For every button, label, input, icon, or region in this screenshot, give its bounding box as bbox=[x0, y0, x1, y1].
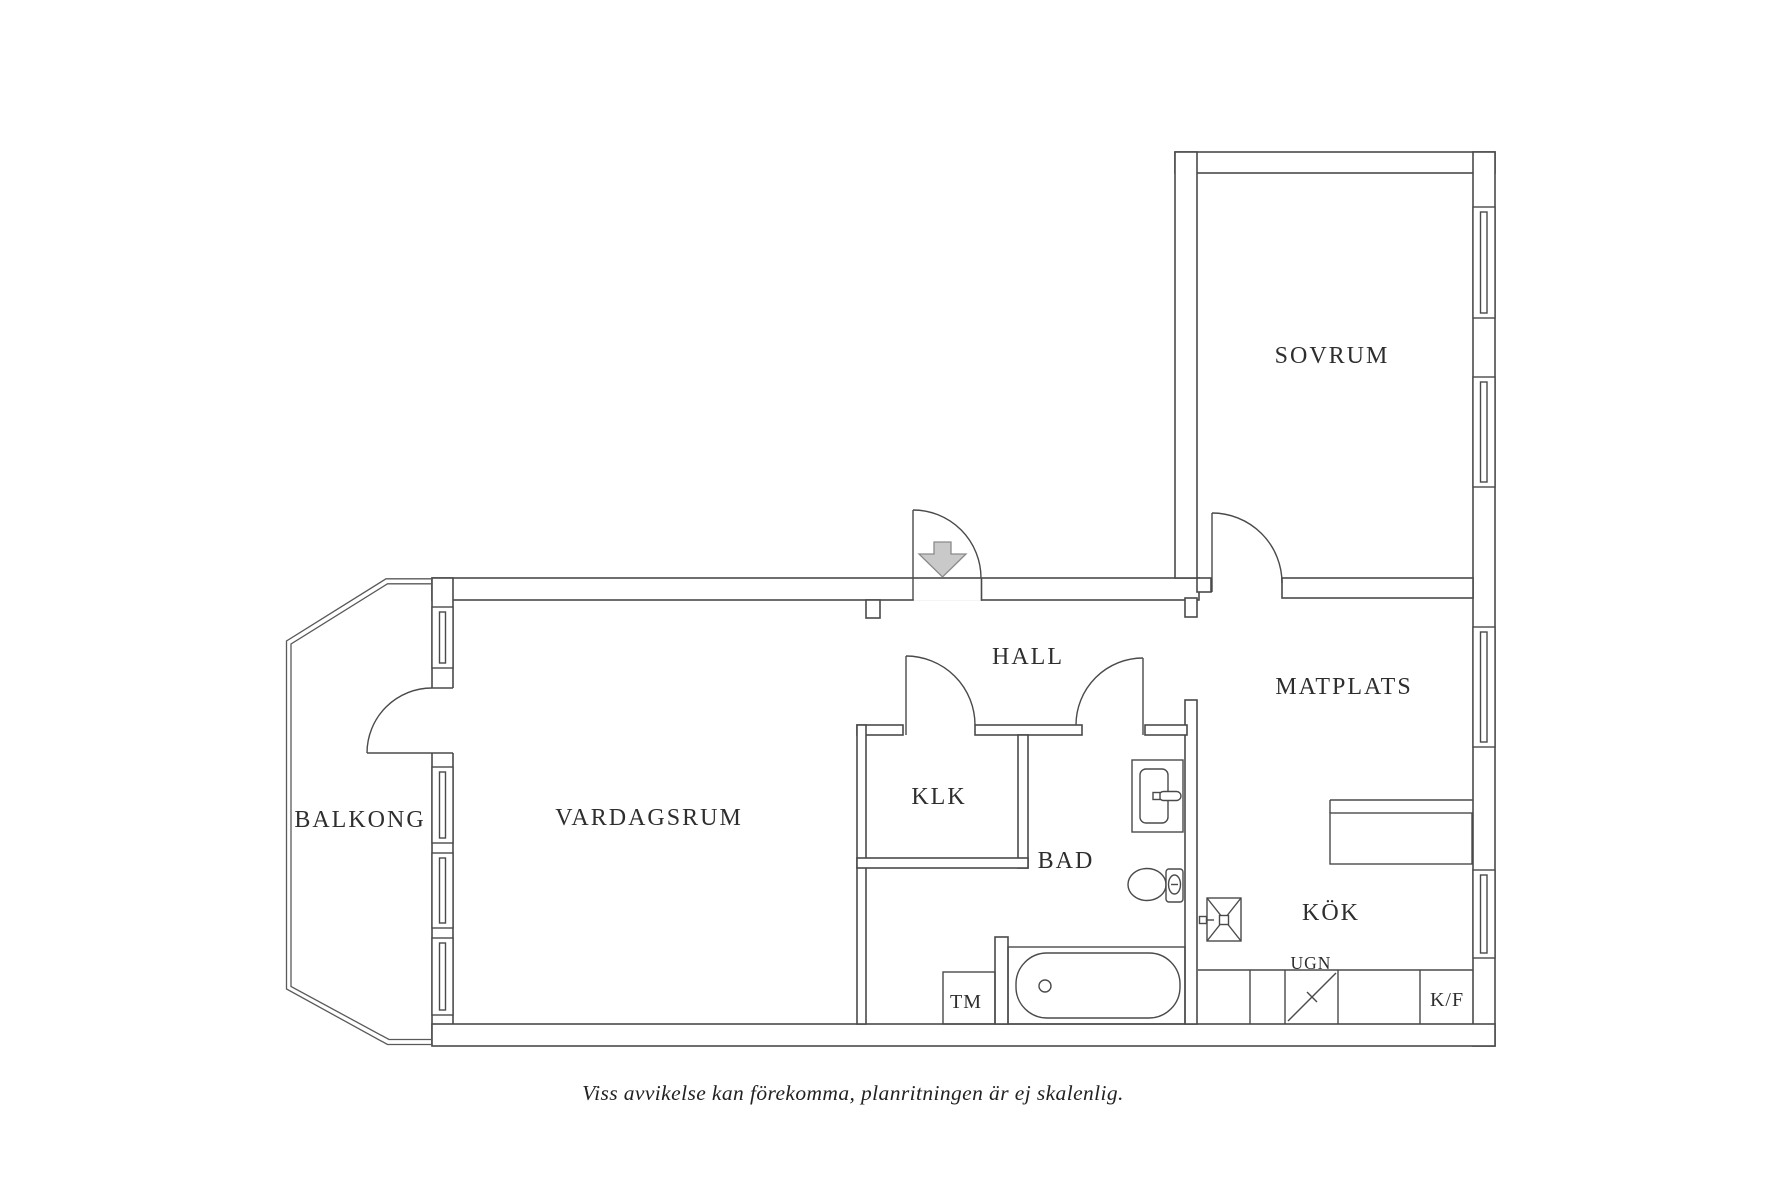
openings bbox=[431, 578, 983, 754]
wall-klk-right bbox=[1017, 734, 1029, 869]
jamb-vardagsrum-hall bbox=[865, 599, 881, 619]
label-balkong: BALKONG bbox=[294, 807, 425, 833]
room-labels: SOVRUM HALL MATPLATS VARDAGSRUM BALKONG … bbox=[294, 343, 1464, 1013]
label-sovrum: SOVRUM bbox=[1275, 343, 1390, 369]
vent-shaft bbox=[1198, 897, 1242, 942]
balcony-railing bbox=[285, 578, 432, 1046]
balcony-door bbox=[366, 687, 433, 754]
wall-top-sovrum bbox=[1174, 151, 1496, 174]
wall-bottom-exterior bbox=[431, 1023, 1496, 1047]
doors bbox=[366, 509, 1283, 754]
entrance-arrow-icon bbox=[917, 541, 968, 578]
washing-machine bbox=[942, 971, 996, 1025]
label-tm: TM bbox=[950, 991, 982, 1013]
window-vardagsrum-4 bbox=[431, 937, 454, 1016]
label-kf: K/F bbox=[1430, 989, 1464, 1011]
label-vardagsrum: VARDAGSRUM bbox=[555, 805, 743, 831]
wall-tub-stub bbox=[994, 936, 1009, 1025]
label-ugn: UGN bbox=[1291, 953, 1332, 973]
bad-door bbox=[1075, 657, 1144, 735]
wall-hall-south-2 bbox=[974, 724, 1083, 736]
wall-vardagsrum-right bbox=[856, 724, 867, 1025]
oven-symbol bbox=[1287, 972, 1337, 1022]
window-vardagsrum-2 bbox=[431, 766, 454, 844]
toilet bbox=[1127, 867, 1184, 903]
sink bbox=[1131, 759, 1184, 833]
window-sovrum-1 bbox=[1472, 206, 1496, 319]
wall-sovrum-bottom bbox=[1281, 577, 1474, 599]
disclaimer-caption: Viss avvikelse kan förekomma, planritnin… bbox=[582, 1081, 1124, 1105]
bathtub bbox=[1015, 952, 1181, 1019]
jamb-sovrum-door bbox=[1196, 577, 1212, 593]
kitchen-appliance-row bbox=[1198, 969, 1473, 1024]
wall-bad-kok bbox=[1184, 699, 1198, 1025]
label-hall: HALL bbox=[992, 644, 1064, 670]
window-matplats bbox=[1472, 626, 1496, 748]
window-vardagsrum-3 bbox=[431, 852, 454, 929]
wall-left-sovrum bbox=[1174, 151, 1198, 579]
label-bad: BAD bbox=[1038, 848, 1095, 874]
klk-door bbox=[905, 655, 976, 735]
bathtub-drain bbox=[1038, 979, 1052, 993]
wall-klk-bottom bbox=[856, 857, 1029, 869]
fixtures bbox=[942, 759, 1473, 1025]
kitchen-counter bbox=[1329, 799, 1473, 865]
windows bbox=[431, 206, 1496, 1016]
label-kok: KÖK bbox=[1302, 900, 1360, 926]
wall-top-lower bbox=[431, 577, 1200, 601]
wall-hall-south-3 bbox=[1144, 724, 1188, 736]
entrance-door bbox=[912, 509, 982, 600]
window-sovrum-2 bbox=[1472, 376, 1496, 488]
window-vardagsrum-1 bbox=[431, 606, 454, 669]
window-kok bbox=[1472, 869, 1496, 959]
bathtub-niche bbox=[1007, 946, 1186, 1025]
label-matplats: MATPLATS bbox=[1275, 674, 1412, 700]
sovrum-door bbox=[1211, 512, 1283, 592]
label-klk: KLK bbox=[911, 784, 966, 810]
jamb-hall-matplats bbox=[1184, 597, 1198, 618]
